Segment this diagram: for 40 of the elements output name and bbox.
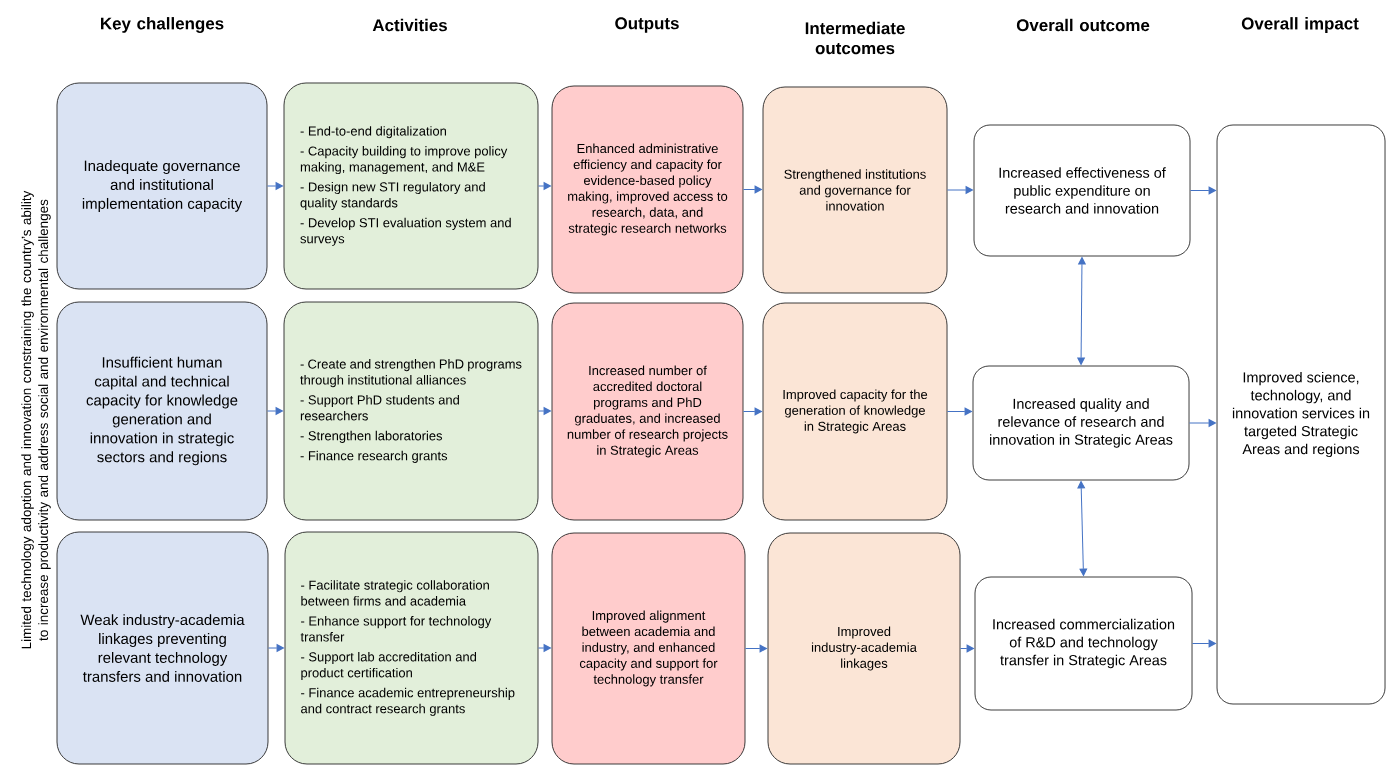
arrow	[267, 644, 284, 652]
arrow	[537, 644, 551, 652]
arrow	[742, 185, 762, 194]
arrow	[744, 644, 767, 653]
outcome-box: Increased effectiveness of public expenditure on research and innovation	[973, 124, 1191, 257]
arrow	[537, 182, 551, 190]
arrow	[1077, 257, 1086, 365]
output-box: Enhanced administrative efficiency and capacity for evidence-based policy making, improved access to research, data, and strategic research networks	[551, 85, 744, 294]
arrow	[1188, 419, 1216, 427]
outcome-box: Improved capacity for the generation of knowledge in Strategic Areas	[762, 302, 948, 521]
outcome-box: Increased quality and relevance of research and innovation in Strategic Areas	[972, 365, 1190, 481]
challenge-box: Insufficient human capital and technical capacity for knowledge generation and innovation in strategic sectors and regions	[56, 301, 268, 521]
arrow	[946, 407, 972, 416]
column-heading: Activities	[372, 18, 447, 32]
arrow	[266, 407, 283, 415]
outcome-box: Increased commercialization of R&D and technology transfer in Strategic Areas	[974, 576, 1193, 711]
column-heading: Overall outcome	[1016, 18, 1150, 32]
arrow	[1189, 186, 1216, 195]
arrow	[1077, 481, 1088, 576]
challenge-box: Weak industry-academia linkages preventing relevant technology transfers and innovation	[56, 531, 269, 765]
output-box: Improved alignment between academia and industry, and enhanced capacity and support for technology transfer	[551, 532, 746, 765]
column-heading: Overall impact	[1241, 17, 1359, 33]
arrow	[946, 186, 973, 194]
impact-box: Improved science, technology, and innovation services in targeted Strategic Areas and regions	[1216, 124, 1386, 705]
arrow	[742, 407, 762, 416]
activity-box: - Facilitate strategic collaboration between firms and academia - Enhance support for technology transfer - Support lab accreditation and product certification - Finance academic entrepreneurship and contract research grants	[284, 531, 539, 765]
outcome-box: Improved industry-academia linkages	[767, 532, 961, 765]
column-heading: Intermediate outcomes	[805, 21, 905, 55]
outcome-box: Strengthened institutions and governance for innovation	[762, 86, 948, 294]
arrow	[1191, 639, 1216, 648]
column-heading: Key challenges	[101, 17, 224, 33]
column-heading: Outputs	[615, 17, 679, 33]
output-box: Increased number of accredited doctoral programs and PhD graduates, and increased number of research projects in Strategic Areas	[551, 302, 744, 521]
activity-box: - Create and strengthen PhD programs through institutional alliances - Support PhD students and researchers - Strengthen laboratories - Finance research grants	[283, 301, 539, 521]
arrow	[266, 182, 283, 190]
arrow	[959, 644, 974, 653]
activity-box: - End-to-end digitalization - Capacity building to improve policy making, management, and M&E - Design new STI regulatory and quality standards - Develop STI evaluation system and surveys	[283, 82, 539, 290]
challenge-box: Inadequate governance and institutional implementation capacity	[56, 82, 268, 290]
arrow	[537, 407, 551, 415]
side-note: Limited technology adoption and innovation constraining the country’s ability to increase productivity and address social and environmental challenges	[21, 190, 51, 649]
